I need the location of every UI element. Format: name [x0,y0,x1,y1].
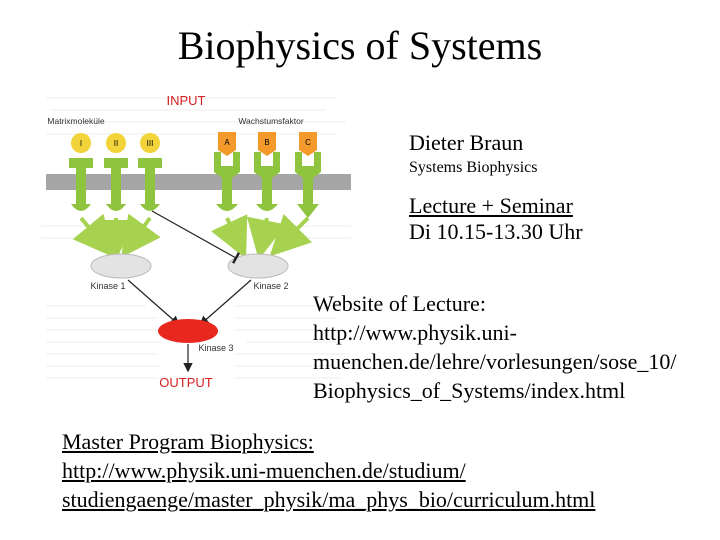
matrix-molecule-label: Matrixmoleküle [47,116,104,126]
website-url-line-3[interactable]: Biophysics_of_Systems/index.html [313,378,626,403]
website-url-line-1[interactable]: http://www.physik.uni- [313,320,517,345]
signaling-pathway-diagram: INPUT Matrixmoleküle Wachstumsfaktor I I… [41,93,351,390]
master-program-link[interactable]: Master Program Biophysics: http://www.ph… [62,427,702,514]
receptor-label-2: II [114,139,118,148]
lecture-website: Website of Lecture: http://www.physik.un… [313,289,717,405]
signal-lines [127,210,252,373]
lecture-label: Lecture + Seminar [409,193,573,218]
kinase-2-label: Kinase 2 [253,281,288,291]
receptor-group-growth-factor: A B C [214,132,321,218]
input-label: INPUT [167,93,206,108]
lecture-info: Lecture + Seminar Di 10.15-13.30 Uhr [409,193,583,245]
cell-membrane [46,174,351,190]
kinase-1 [90,253,152,279]
receptor-group-matrix: I II III [69,133,162,211]
website-label: Website of Lecture: [313,291,486,316]
master-url-line-2[interactable]: studiengaenge/master_physik/ma_phys_bio/… [62,487,596,512]
slide-title: Biophysics of Systems [177,23,543,68]
website-url-line-2[interactable]: muenchen.de/lehre/vorlesungen/sose_10/ [313,349,677,374]
kinase-3-label: Kinase 3 [198,343,233,353]
receptor-label-1: I [80,139,82,148]
lecture-time: Di 10.15-13.30 Uhr [409,219,583,244]
background-texture [41,97,351,379]
receptor-label-c: C [305,138,311,147]
activation-arrows [72,213,312,260]
author-affiliation: Systems Biophysics [409,159,538,176]
receptor-label-b: B [264,138,269,147]
master-label[interactable]: Master Program Biophysics: [62,429,314,454]
output-label: OUTPUT [159,375,213,390]
receptor-label-3: III [147,139,154,148]
author-name: Dieter Braun [409,130,524,155]
kinase-2 [227,253,289,279]
master-url-line-1[interactable]: http://www.physik.uni-muenchen.de/studiu… [62,458,466,483]
receptor-label-a: A [224,138,230,147]
kinase-3 [158,319,218,343]
kinase-1-label: Kinase 1 [90,281,125,291]
growth-factor-label: Wachstumsfaktor [238,116,304,126]
